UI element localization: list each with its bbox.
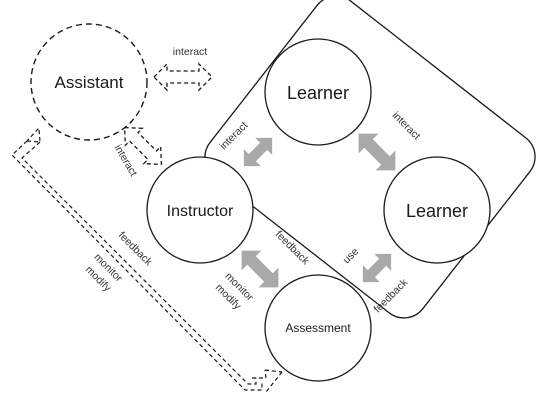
learner-top-label: Learner [287,83,349,103]
instructor-node[interactable]: Instructor [146,156,254,264]
learner-assessment-arrow [362,253,392,283]
learner-assessment-use-label: use [341,246,362,267]
assistant-instructor-interact-label: interact [112,143,140,179]
instructor-learner-interact-label: interact [217,119,250,152]
assessment-circle [264,274,372,382]
assessment-label: Assessment [285,321,351,335]
instructor-learner-arrow [243,137,273,167]
learner-learner-arrow [358,133,396,171]
assistant-node[interactable]: Assistant [30,23,148,141]
learner-bottom-label: Learner [406,201,468,221]
instructor-circle [146,156,254,264]
learner-bottom-circle [383,156,491,264]
assistant-instructor-double-arrow [123,126,163,166]
learner-bottom-node[interactable]: Learner [383,156,491,264]
assistant-learners-interact-label: interact [173,46,208,58]
learner-learner-interact-label: interact [390,109,423,142]
instructor-label: Instructor [167,203,234,220]
assistant-circle [30,23,148,141]
assessment-assistant-dashed-arrow [11,126,283,393]
learner-top-node[interactable]: Learner [264,38,372,146]
learner-top-circle [264,38,372,146]
assistant-label: Assistant [55,73,124,92]
assessment-node[interactable]: Assessment [264,274,372,382]
assessment-assistant-feedback-label: feedback [116,230,155,269]
assistant-learners-double-arrow [153,62,213,92]
instructor-assessment-arrow [241,250,279,288]
